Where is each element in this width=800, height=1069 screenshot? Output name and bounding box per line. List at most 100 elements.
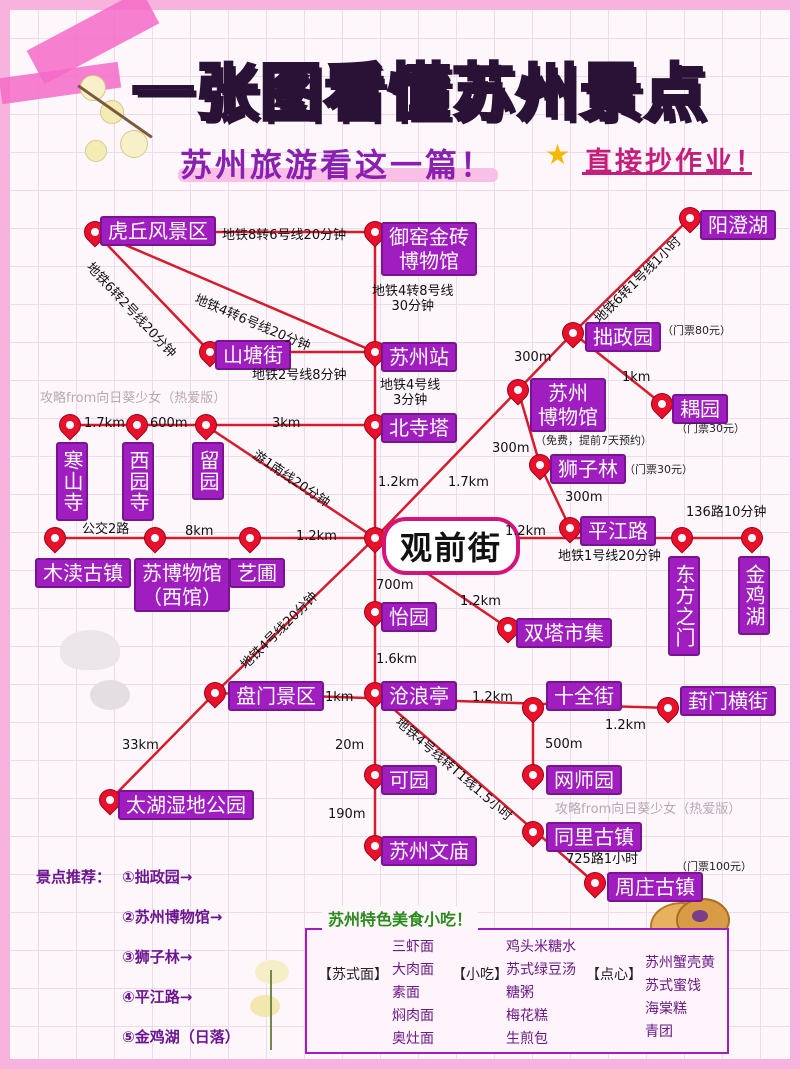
- place-yangcheng[interactable]: 阳澄湖: [700, 210, 776, 240]
- route-huqiu-station: [94, 230, 376, 354]
- route-label: 136路10分钟: [686, 505, 767, 520]
- place-jinji[interactable]: 金鸡湖: [738, 556, 770, 635]
- copy-homework-underline: [582, 172, 752, 175]
- route-label: 725路1小时: [566, 852, 639, 867]
- ticket-ouyuan: （门票30元）: [676, 422, 745, 435]
- route-label: 1.2km: [378, 475, 419, 490]
- place-keyuan[interactable]: 可园: [381, 765, 437, 795]
- place-mudu[interactable]: 木渎古镇: [35, 558, 131, 588]
- route-label: 33km: [122, 738, 159, 753]
- page-subtitle: 苏州旅游看这一篇！: [180, 146, 496, 184]
- route-label: 3km: [272, 416, 301, 431]
- food-item: 梅花糕: [506, 1008, 548, 1024]
- magnolia-decoration: [40, 620, 150, 730]
- route-zhuozheng-museum: [517, 332, 574, 391]
- food-item: 三虾面: [392, 939, 434, 955]
- place-beisi[interactable]: 北寺塔: [381, 413, 457, 443]
- place-panmen[interactable]: 盘门景区: [228, 681, 324, 711]
- place-taihu[interactable]: 太湖湿地公园: [118, 790, 254, 820]
- place-shiquan[interactable]: 十全街: [546, 681, 622, 711]
- place-xiyuan[interactable]: 西园寺: [122, 442, 154, 521]
- place-suzhou-museum[interactable]: 苏州 博物馆: [530, 378, 606, 432]
- place-wangshi[interactable]: 网师园: [546, 765, 622, 795]
- route-yangcheng-zhuozheng: [572, 217, 691, 334]
- place-shuangta[interactable]: 双塔市集: [516, 618, 612, 648]
- food-title: 苏州特色美食小吃！: [322, 906, 479, 930]
- food-category-snacks: 【小吃】: [452, 967, 508, 983]
- route-label: 600m: [150, 416, 188, 431]
- place-guanqian-hub[interactable]: 观前街: [382, 517, 521, 575]
- watermark: 攻略from向日葵少女（热爱版）: [555, 802, 742, 817]
- route-label: 地铁4号线 3分钟: [380, 378, 441, 408]
- ticket-zhouzhuang: （门票100元）: [676, 860, 752, 873]
- route-huqiu-shantang: [94, 231, 211, 353]
- page-title: 一张图看懂苏州景点: [130, 55, 709, 131]
- route-label: 8km: [185, 524, 214, 539]
- route-label: 1.2km: [505, 524, 546, 539]
- flower-decoration: [240, 950, 310, 1060]
- food-item: 海棠糕: [645, 1001, 687, 1017]
- food-item: 糖粥: [506, 985, 534, 1001]
- place-shizilin[interactable]: 狮子林: [550, 454, 626, 484]
- ticket-shizilin: （门票30元）: [624, 463, 693, 476]
- food-category-noodles: 【苏式面】: [318, 967, 388, 983]
- food-category-pastry: 【点心】: [586, 967, 642, 983]
- food-item: 焖肉面: [392, 1008, 434, 1024]
- place-museum-west[interactable]: 苏博物馆 （西馆）: [134, 558, 230, 612]
- food-item: 苏式绿豆汤: [506, 962, 576, 978]
- recommend-item: ⑤金鸡湖（日落）: [122, 1028, 240, 1046]
- place-liuyuan[interactable]: 留园: [192, 442, 224, 500]
- place-pingjiang[interactable]: 平江路: [580, 516, 656, 546]
- route-label: 1.2km: [472, 690, 513, 705]
- place-dongfang[interactable]: 东方之门: [668, 556, 700, 656]
- route-label: 1.2km: [460, 594, 501, 609]
- blossom-decoration: [60, 70, 170, 190]
- route-label: 地铁4转8号线 30分钟: [372, 284, 454, 314]
- route-label: 地铁8转6号线20分钟: [222, 228, 347, 243]
- route-label: 1.7km: [84, 416, 125, 431]
- route-label: 地铁2号线8分钟: [252, 368, 347, 383]
- route-label: 700m: [376, 578, 414, 593]
- place-yipu[interactable]: 艺圃: [229, 558, 285, 588]
- route-liuyuan-guanqian: [204, 423, 376, 540]
- route-label: 公交2路: [82, 522, 130, 537]
- route-label: 1.6km: [376, 652, 417, 667]
- place-tongli[interactable]: 同里古镇: [546, 822, 642, 852]
- food-item: 大肉面: [392, 962, 434, 978]
- recommend-item: ①拙政园→: [122, 868, 193, 886]
- place-ouyuan[interactable]: 耦园: [672, 394, 728, 424]
- route-label: 300m: [565, 490, 603, 505]
- route-label: 1km: [622, 370, 651, 385]
- route-label: 1.2km: [605, 718, 646, 733]
- place-zhuozheng[interactable]: 拙政园: [585, 322, 661, 352]
- route-label: 1.2km: [296, 529, 337, 544]
- star-icon: ★: [545, 138, 571, 171]
- place-yuyao[interactable]: 御窑金砖 博物馆: [381, 222, 477, 276]
- route-label: 300m: [514, 350, 552, 365]
- food-item: 素面: [392, 985, 420, 1001]
- route-label: 1km: [325, 690, 354, 705]
- place-wenmiao[interactable]: 苏州文庙: [381, 836, 477, 866]
- food-item: 苏式蜜饯: [645, 978, 701, 994]
- route-museum-shizilin: [516, 389, 542, 466]
- food-item: 奥灶面: [392, 1031, 434, 1047]
- place-suzhou-station[interactable]: 苏州站: [381, 342, 457, 372]
- place-zhouzhuang[interactable]: 周庄古镇: [607, 872, 703, 902]
- ticket-zhuozheng: （门票80元）: [662, 324, 731, 337]
- subtitle-highlight: [178, 168, 498, 182]
- food-item: 鸡头米糖水: [506, 939, 576, 955]
- place-shantang[interactable]: 山塘街: [215, 340, 291, 370]
- recommend-heading: 景点推荐：: [36, 868, 112, 886]
- place-canglang[interactable]: 沧浪亭: [381, 681, 457, 711]
- place-yiyuan[interactable]: 怡园: [381, 602, 437, 632]
- route-label: 190m: [328, 807, 366, 822]
- recommend-item: ④平江路→: [122, 988, 193, 1006]
- route-label: 500m: [545, 737, 583, 752]
- watermark: 攻略from向日葵少女（热爱版）: [40, 391, 227, 406]
- route-panmen-taihu: [109, 692, 216, 801]
- route-label: 20m: [335, 738, 365, 753]
- place-hanshan[interactable]: 寒山寺: [56, 442, 88, 521]
- place-fengmen[interactable]: 葑门横街: [680, 686, 776, 716]
- place-huqiu[interactable]: 虎丘风景区: [100, 216, 216, 246]
